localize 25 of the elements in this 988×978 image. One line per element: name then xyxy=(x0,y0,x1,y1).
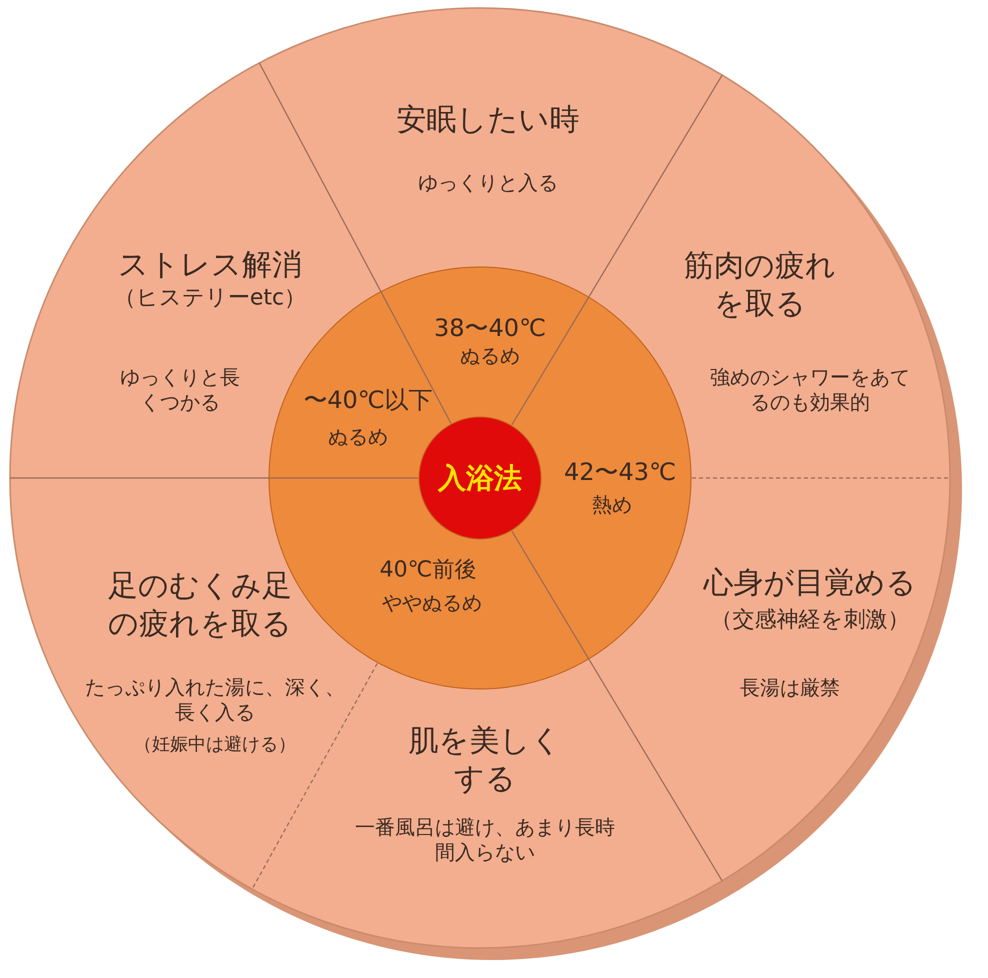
center-circle xyxy=(418,416,542,540)
temperature-label: 38〜40℃ xyxy=(434,313,546,343)
temperature-label: 熱め xyxy=(592,492,632,518)
sector-text: （ヒステリーetc） xyxy=(112,284,308,312)
temperature-label: 40℃前後 xyxy=(380,556,476,584)
temperature-label: ぬるめ xyxy=(328,424,388,450)
sector-heading: 肌を美しくする xyxy=(408,722,562,798)
temperature-label: ややぬるめ xyxy=(382,590,482,616)
sector-heading: 足のむくみ足の疲れを取る xyxy=(108,568,292,642)
sector-text: たっぷり入れた湯に、深く、長く入る xyxy=(84,675,346,725)
sector-heading: 安眠したい時 xyxy=(396,101,580,139)
temperature-label: 42〜43℃ xyxy=(564,457,676,487)
center-title: 入浴法 xyxy=(438,460,522,496)
sector-heading: 筋肉の疲れを取る xyxy=(683,248,837,322)
sector-text: （妊娠中は避ける） xyxy=(133,734,297,756)
sector-text: （交感神経を刺激） xyxy=(710,606,910,634)
sector-text: 長湯は厳禁 xyxy=(739,676,841,700)
temperature-label: ぬるめ xyxy=(460,344,520,368)
sector-text: 強めのシャワーをあてるのも効果的 xyxy=(709,365,911,415)
sector-text: ゆっくりと入る xyxy=(417,170,559,196)
sector-text: ゆっくりと長くつかる xyxy=(119,365,241,415)
sector-heading: 心身が目覚める xyxy=(702,564,918,602)
sector-text: 一番風呂は避け、あまり長時間入らない xyxy=(355,815,615,865)
temperature-label: 〜40℃以下 xyxy=(303,385,433,415)
sector-heading: ストレス解消 xyxy=(117,246,303,284)
